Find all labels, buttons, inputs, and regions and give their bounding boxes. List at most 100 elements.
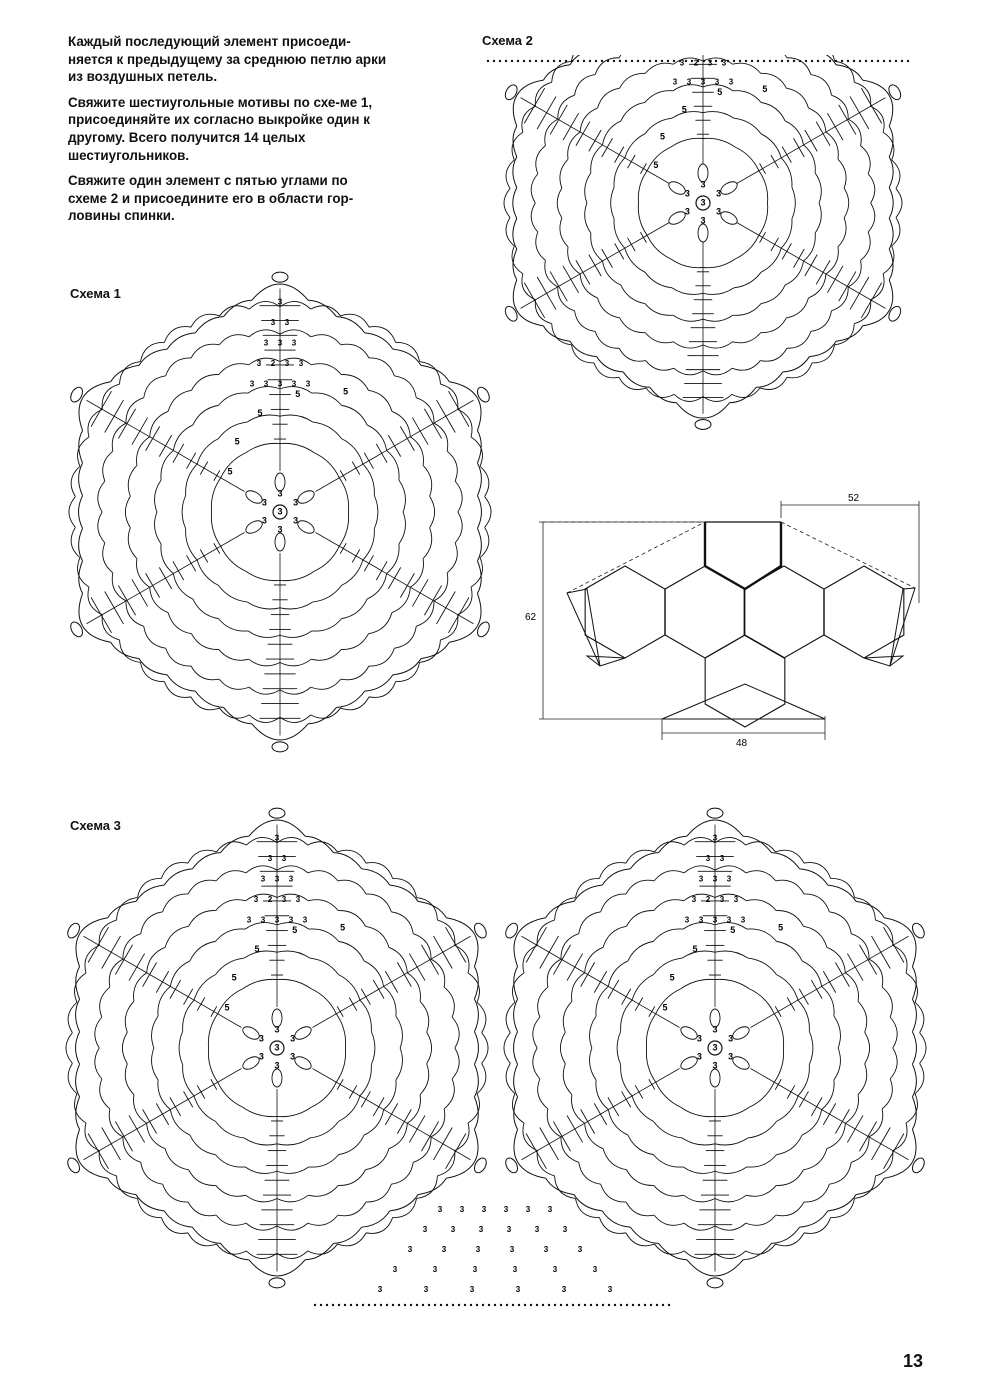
join-cluster-symbol: 3 [451,1225,456,1234]
chain-arch [337,1232,367,1247]
chain-arch [169,960,191,987]
chain-arch [207,1013,219,1049]
edge-arch [888,218,894,250]
chain-arch [99,1078,111,1110]
treble-stitch [378,989,385,999]
treble-stitch [177,443,185,454]
top-edge-dot [882,59,886,63]
corner-picot [271,741,289,753]
treble-stitch [630,154,636,162]
chain-arch [914,1063,925,1094]
edge-arch [512,156,518,188]
join-edge-dot [547,1303,551,1307]
edge-arch [223,299,252,317]
chain-arch [600,1184,627,1203]
chain-arch [190,696,220,711]
treble-stitch [200,1091,206,1099]
corner-picot [888,305,902,322]
chain-arch [625,1201,655,1217]
top-edge-dot [600,59,604,63]
treble-stitch [368,460,374,469]
edge-arch [251,723,281,741]
treble-stitch [770,244,776,252]
chain-arch [760,102,786,122]
cluster-symbol: 3 [250,379,255,388]
top-edge-dot [582,59,586,63]
treble-stitch [165,577,173,590]
treble-stitch [384,970,392,983]
chain-arch [172,573,194,600]
chain-arch [870,105,885,133]
join-edge-dot [511,1303,515,1307]
join-edge-dot [583,1303,587,1307]
chain-arch [162,1184,189,1203]
flower-petal [274,472,286,492]
treble-stitch [594,129,602,141]
chain-arch [578,1162,601,1185]
cluster-symbol: 3 [699,915,704,924]
chain-arch [803,862,832,879]
treble-stitch [360,1099,367,1108]
chain-arch [279,357,312,366]
chain-arch [244,1166,278,1174]
chain-arch [680,978,716,990]
treble-stitch [822,970,830,983]
chain-arch [682,1137,716,1146]
treble-stitch [804,129,812,141]
corner-picot [694,418,712,430]
treble-stitch [781,251,788,260]
chain-arch [745,841,776,853]
edge-arch [417,1178,447,1196]
treble-stitch [145,573,154,586]
top-edge-dot [522,59,526,63]
join-edge-dot [487,1303,491,1307]
chain-arch [567,246,581,275]
chain-arch [143,626,166,649]
chain-arch [829,911,852,934]
treble-stitch [419,579,429,594]
join-cluster-symbol: 3 [438,1205,443,1214]
chain-arch [309,957,339,975]
edge-arch [542,325,571,342]
join-edge-dot [541,1303,545,1307]
cluster-symbol: 2 [268,895,273,904]
center-ring [269,1040,285,1056]
treble-stitch [770,154,776,162]
chain-arch [780,218,793,249]
treble-stitch [562,265,572,280]
treble-stitch [409,1128,418,1143]
edge-arch [649,386,677,404]
chain-arch [419,1063,430,1095]
chain-arch [702,341,733,349]
chain-arch [413,933,432,960]
chain-arch [185,528,198,561]
cluster-symbol: 3 [278,338,283,347]
chain-arch [124,496,131,528]
chain-arch [571,1094,585,1124]
cluster-symbol: 3 [722,58,727,67]
chain-arch [443,1078,455,1110]
petal-symbol: 3 [259,1051,264,1061]
top-edge-dot [804,59,808,63]
chain-arch [340,696,370,711]
edge-arch [305,835,334,853]
treble-stitch [399,585,408,598]
petal-symbol: 3 [700,215,705,225]
chain-arch [655,988,681,1014]
chain-arch [670,137,704,148]
treble-stitch [625,988,632,997]
treble-stitch [101,952,112,969]
chain-arch [829,1162,852,1185]
treble-stitch [131,430,141,445]
edge-arch [542,64,571,81]
chain-arch [803,233,816,262]
edge-arch [166,332,196,350]
treble-stitch [566,966,576,981]
chain-arch [440,383,459,410]
treble-stitch [442,952,453,969]
treble-stitch [342,475,347,481]
flower-petal [242,1056,260,1070]
treble-stitch [429,1121,440,1137]
top-edge-dot [576,59,580,63]
edge-arch [361,868,391,886]
